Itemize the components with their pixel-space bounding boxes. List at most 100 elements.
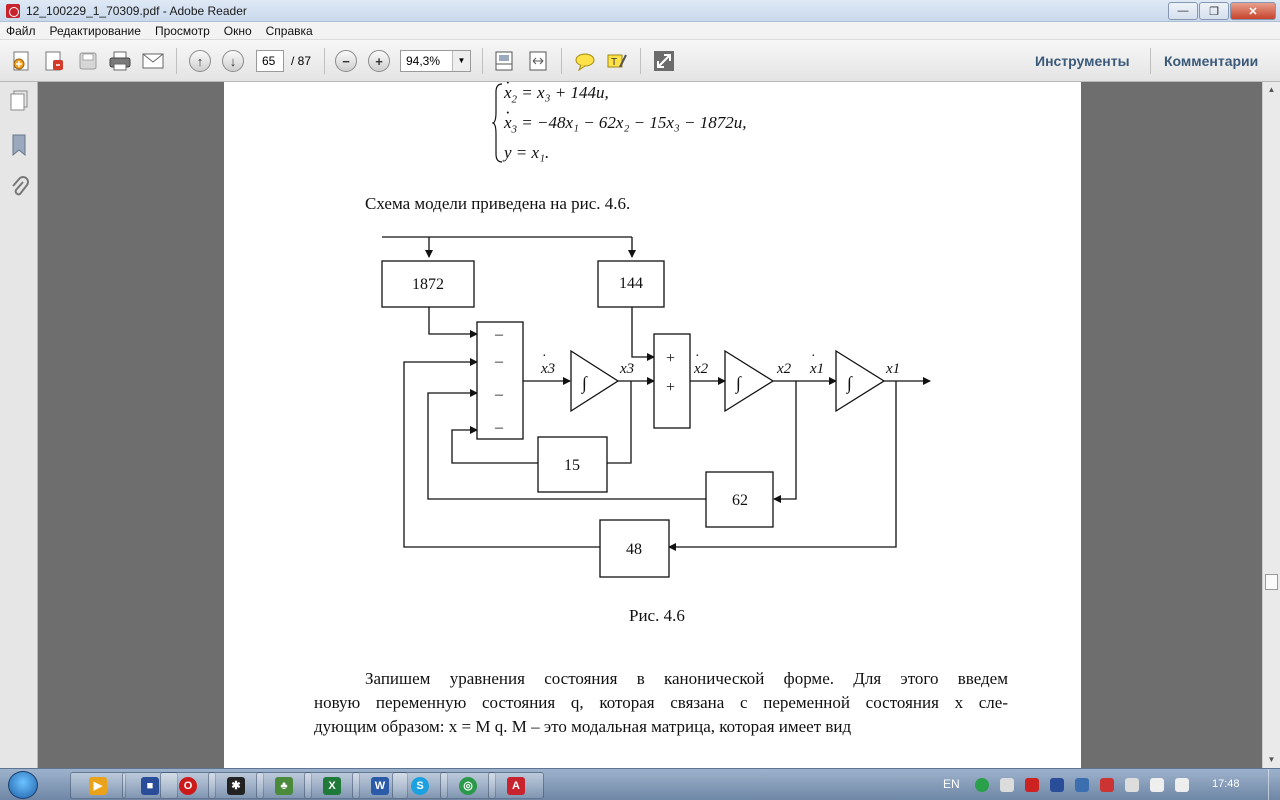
taskbar-excel[interactable]: X <box>304 772 360 799</box>
paragraph-line: Запишем уравнения состояния в каноническ… <box>365 669 1008 688</box>
system-tray <box>975 769 1200 800</box>
scroll-down-arrow-icon[interactable]: ▼ <box>1267 755 1276 764</box>
tray-icon[interactable] <box>975 778 989 792</box>
gain-block-144 <box>597 260 665 308</box>
next-page-button[interactable]: ↓ <box>221 49 245 73</box>
integral-sign: ∫ <box>735 373 742 394</box>
title-bar: 12_100229_1_70309.pdf - Adobe Reader — ❐… <box>0 0 1280 22</box>
tray-icon[interactable] <box>1000 778 1014 792</box>
clock[interactable]: 17:48 <box>1212 778 1240 790</box>
gain-block-15 <box>537 436 608 493</box>
app-icon: ♣ <box>275 776 293 795</box>
show-desktop-button[interactable] <box>1268 769 1280 800</box>
antivirus-icon[interactable] <box>1025 778 1039 792</box>
zoom-value: 94,3% <box>406 54 441 68</box>
signal-x3: x3 <box>619 361 634 377</box>
menu-file[interactable]: Файл <box>6 23 36 38</box>
app-icon: ◎ <box>459 776 477 795</box>
taskbar-media-player[interactable]: ▶ <box>70 772 126 799</box>
window-title: 12_100229_1_70309.pdf - Adobe Reader <box>26 3 247 18</box>
taskbar-app[interactable]: ✱ <box>208 772 264 799</box>
attachments-icon[interactable] <box>9 176 29 198</box>
volume-icon[interactable] <box>1175 778 1189 792</box>
paragraph-line: новую переменную состояния q, которая св… <box>314 693 1008 712</box>
taskbar-skype[interactable]: S <box>392 772 448 799</box>
highlight-text-icon[interactable]: T <box>605 49 629 73</box>
chevron-down-icon[interactable]: ▼ <box>452 51 470 71</box>
scroll-up-arrow-icon[interactable]: ▲ <box>1267 85 1276 94</box>
signal-x1: x1 <box>885 361 900 377</box>
create-pdf-icon[interactable] <box>10 49 34 73</box>
summer-block-2 <box>653 333 691 429</box>
bookmarks-icon[interactable] <box>9 134 29 156</box>
equation-y: y = x₁. <box>504 143 550 162</box>
page-number-input[interactable]: 65 <box>256 50 284 72</box>
document-area[interactable]: x·2 = x₃ + 144u, x·3 = −48x₁ − 62x₂ − 15… <box>38 82 1262 768</box>
skype-icon: S <box>411 776 429 795</box>
figure-caption: Рис. 4.6 <box>629 606 685 625</box>
close-button[interactable]: ✕ <box>1230 2 1276 20</box>
zoom-out-button[interactable]: − <box>334 49 358 73</box>
menu-help[interactable]: Справка <box>265 23 313 38</box>
excel-icon: X <box>323 776 341 795</box>
edit-pdf-icon[interactable] <box>42 49 66 73</box>
comments-button[interactable]: Комментарии <box>1164 53 1259 69</box>
taskbar-app[interactable]: ♣ <box>256 772 312 799</box>
fit-width-icon[interactable] <box>526 49 550 73</box>
floppy-icon: ■ <box>141 776 159 795</box>
vertical-scrollbar[interactable]: ▲ ▼ <box>1262 82 1280 768</box>
summer-block-1 <box>476 321 524 440</box>
expand-icon[interactable] <box>652 49 676 73</box>
scrollbar-thumb[interactable] <box>1265 574 1278 590</box>
pdf-app-icon <box>6 3 20 18</box>
start-button[interactable] <box>8 771 38 799</box>
tray-icon[interactable] <box>1075 778 1089 792</box>
language-indicator[interactable]: EN <box>943 777 960 791</box>
print-icon[interactable] <box>108 49 132 73</box>
zoom-in-button[interactable]: + <box>367 49 391 73</box>
comment-bubble-icon[interactable] <box>573 49 597 73</box>
sum2-sign: + <box>666 379 675 396</box>
fit-page-icon[interactable] <box>492 49 516 73</box>
integrator-block-3 <box>835 349 886 413</box>
integral-sign: ∫ <box>581 373 588 394</box>
sum2-sign: + <box>666 350 675 367</box>
signal-x1-dot: x1 <box>809 361 824 377</box>
pages-thumbnails-icon[interactable] <box>9 90 29 112</box>
gain-label-15: 15 <box>564 457 580 474</box>
integrator-block-1 <box>570 349 620 413</box>
taskbar-app[interactable]: ◎ <box>440 772 496 799</box>
tray-icon[interactable] <box>1100 778 1114 792</box>
menu-window[interactable]: Окно <box>223 23 252 38</box>
save-icon[interactable] <box>76 49 100 73</box>
zoom-select[interactable]: 94,3% ▼ <box>400 50 471 72</box>
restore-button[interactable]: ❐ <box>1199 2 1229 20</box>
signal-x2: x2 <box>776 361 792 377</box>
app-icon: ✱ <box>227 776 245 795</box>
taskbar-adobe-reader[interactable]: A <box>488 772 544 799</box>
tray-icon[interactable] <box>1050 778 1064 792</box>
previous-page-button[interactable]: ↑ <box>188 49 212 73</box>
network-icon[interactable] <box>1150 778 1164 792</box>
paragraph-line: дующим образом: x = M q. M – это модальн… <box>314 717 852 736</box>
equation-x2: x·2 = x₃ + 144u, <box>504 82 609 106</box>
taskbar-opera[interactable]: O <box>160 772 216 799</box>
menu-edit[interactable]: Редактирование <box>49 23 141 38</box>
menu-view[interactable]: Просмотр <box>154 23 210 38</box>
block-diagram: 1872 144 15 62 48 – – – – + + ∫ ∫ ∫ x3 x… <box>381 236 931 578</box>
gain-block-48 <box>599 519 670 578</box>
minimize-button[interactable]: — <box>1168 2 1198 20</box>
taskbar-save-app[interactable]: ■ <box>122 772 178 799</box>
taskbar-word[interactable]: W <box>352 772 408 799</box>
gain-label-48: 48 <box>626 541 642 558</box>
opera-icon: O <box>179 776 197 795</box>
device-icon[interactable] <box>1125 778 1139 792</box>
gain-label-62: 62 <box>732 492 748 509</box>
email-icon[interactable] <box>141 49 165 73</box>
signal-x3-dot: x3 <box>540 361 555 377</box>
signal-x2-dot: x2 <box>693 361 709 377</box>
word-icon: W <box>371 776 389 795</box>
integral-sign: ∫ <box>846 373 853 394</box>
tools-button[interactable]: Инструменты <box>1035 53 1130 69</box>
gain-label-1872: 1872 <box>412 276 444 293</box>
